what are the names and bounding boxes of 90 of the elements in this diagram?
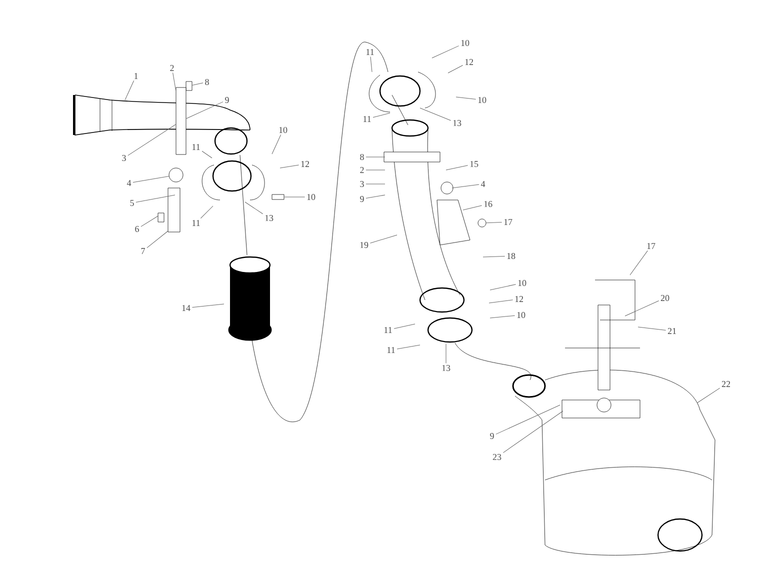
leader-line	[490, 315, 516, 318]
callout-number: 13	[453, 120, 462, 126]
leader-line	[172, 72, 176, 91]
leader-line	[496, 404, 560, 434]
callout-number: 22	[722, 381, 730, 387]
callout-number: 9	[225, 96, 229, 104]
callout-number: 3	[122, 154, 126, 162]
callout-number: 4	[480, 181, 486, 187]
leader-line	[696, 388, 720, 404]
callout-number: 1	[134, 73, 138, 79]
leader-line	[370, 234, 398, 244]
callout-number: 11	[363, 116, 371, 122]
callout-number: 17	[504, 219, 512, 225]
callout-number: 10	[478, 96, 486, 104]
callout-number: 10	[307, 194, 316, 200]
leader-line	[366, 194, 386, 199]
leader-line	[482, 256, 506, 258]
callout-number: 11	[192, 144, 200, 150]
part-outline	[186, 81, 192, 91]
leader-line	[490, 284, 516, 290]
callout-number: 21	[668, 328, 676, 334]
callout-number: 11	[192, 220, 200, 226]
callout-number: 9	[360, 196, 364, 202]
leader-line	[420, 108, 452, 121]
leader-line	[272, 134, 282, 154]
leader-line	[396, 344, 420, 350]
callout-number: 4	[126, 180, 132, 186]
callout-number: 23	[492, 454, 502, 460]
leader-line	[446, 165, 468, 170]
leader-line	[372, 112, 390, 118]
callout-number: 6	[135, 226, 139, 232]
leader-line	[128, 124, 176, 156]
leader-line	[280, 164, 300, 168]
callout-number: 15	[470, 160, 478, 168]
part-outline	[176, 87, 186, 155]
leader-line	[366, 156, 386, 158]
callout-number: 19	[360, 242, 368, 248]
leader-line	[456, 96, 476, 100]
leader-line	[244, 202, 264, 214]
leader-line	[136, 194, 176, 202]
callout-number: 10	[518, 280, 526, 286]
callout-number: 13	[265, 214, 274, 222]
callout-number: 11	[387, 347, 395, 353]
callout-number: 8	[205, 78, 209, 86]
callout-number: 16	[484, 200, 492, 208]
leader-line	[140, 216, 158, 227]
leader-line	[462, 205, 482, 210]
callout-number: 11	[384, 327, 392, 333]
leader-line	[202, 150, 212, 158]
leader-line	[370, 56, 372, 72]
leader-line	[448, 65, 464, 74]
callout-number: 9	[490, 432, 494, 440]
callout-number: 14	[182, 305, 190, 311]
callout-number: 13	[442, 364, 450, 372]
callout-number: 2	[170, 65, 174, 71]
callout-number: 12	[301, 161, 309, 167]
callout-number: 5	[130, 200, 134, 206]
leader-line	[624, 300, 660, 316]
callout-number: 10	[517, 312, 526, 318]
callout-number: 3	[360, 180, 364, 188]
leader-line	[284, 196, 306, 198]
leader-line	[488, 300, 514, 304]
leader-line	[146, 230, 168, 248]
part-outline	[168, 168, 184, 182]
leader-line	[486, 222, 502, 224]
leader-line	[124, 80, 134, 100]
callout-number: 7	[141, 248, 145, 254]
callout-number: 17	[647, 243, 656, 249]
callout-number: 2	[360, 167, 364, 173]
leader-line	[394, 324, 416, 329]
leader-line	[502, 410, 564, 453]
callout-number: 12	[515, 296, 523, 302]
callout-number: 18	[507, 252, 516, 260]
leader-line	[186, 102, 224, 119]
leader-line	[192, 82, 204, 86]
callout-number: 10	[279, 126, 288, 134]
callout-number: 12	[465, 59, 473, 65]
callout-number: 8	[360, 154, 364, 160]
leader-line	[192, 304, 224, 308]
leader-line	[200, 206, 214, 219]
leader-line	[638, 326, 666, 331]
callout-number: 10	[461, 40, 470, 46]
callout-number: 20	[660, 294, 670, 302]
callout-number: 11	[366, 49, 374, 55]
leader-line	[432, 46, 460, 58]
part-outline	[478, 218, 486, 228]
leader-line	[452, 184, 480, 188]
leader-line	[132, 176, 170, 183]
part-outline	[272, 194, 284, 200]
leader-line	[630, 250, 648, 276]
